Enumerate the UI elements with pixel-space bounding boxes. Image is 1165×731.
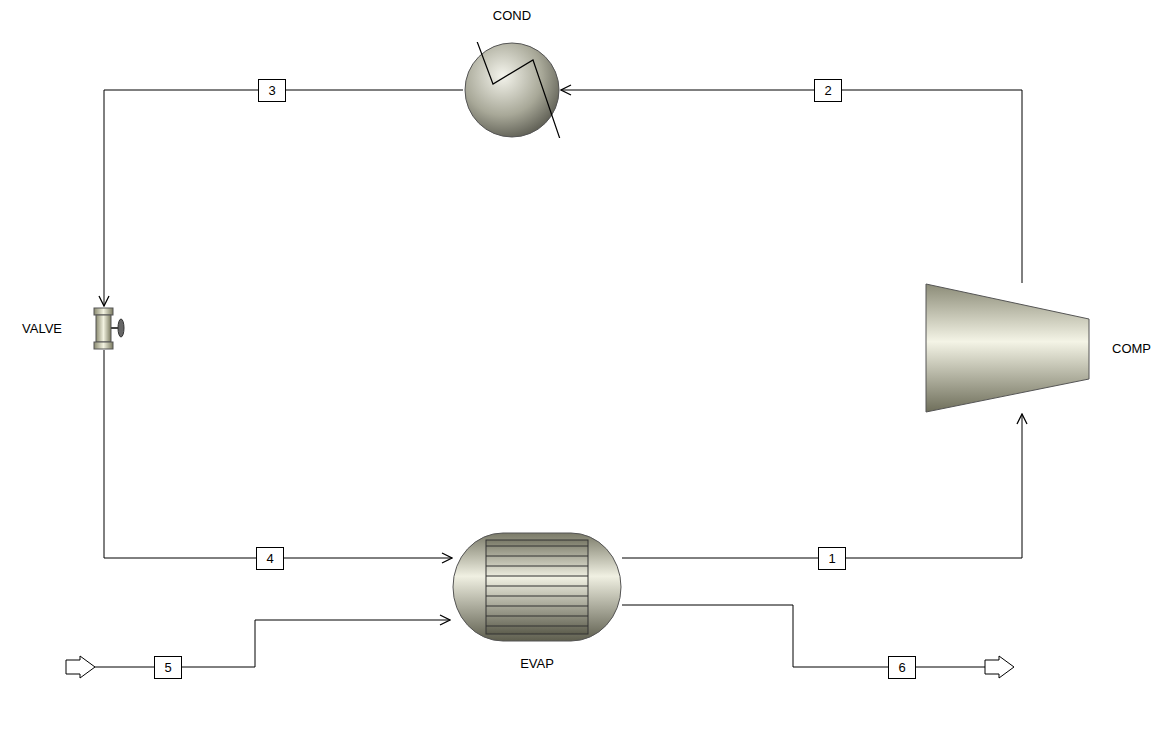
stream-number: 6: [888, 656, 915, 679]
equipment-block: EVAP: [452, 532, 622, 642]
product-stream-line: [622, 605, 1014, 678]
stream-line: [104, 350, 452, 558]
condenser-icon: [463, 42, 561, 138]
stream-number: 5: [154, 656, 181, 679]
valve-icon: [91, 306, 125, 350]
stream-number: 1: [818, 547, 845, 570]
stream-line: [561, 90, 1022, 283]
compressor-icon: [925, 283, 1091, 414]
stream-line: [622, 414, 1022, 558]
feed-stream-line: [66, 620, 450, 678]
equipment-label: COND: [493, 8, 531, 23]
stream-number: 2: [814, 79, 841, 102]
equipment-label: VALVE: [22, 321, 62, 336]
equipment-block: COMP: [925, 283, 1091, 414]
evaporator-icon: [452, 532, 622, 642]
stream-number: 4: [256, 547, 283, 570]
stream-number: 3: [258, 79, 285, 102]
stream-line: [104, 90, 463, 306]
equipment-block: COND: [463, 42, 561, 138]
equipment-label: COMP: [1112, 341, 1151, 356]
equipment-label: EVAP: [520, 656, 554, 671]
equipment-block: VALVE: [91, 306, 125, 350]
